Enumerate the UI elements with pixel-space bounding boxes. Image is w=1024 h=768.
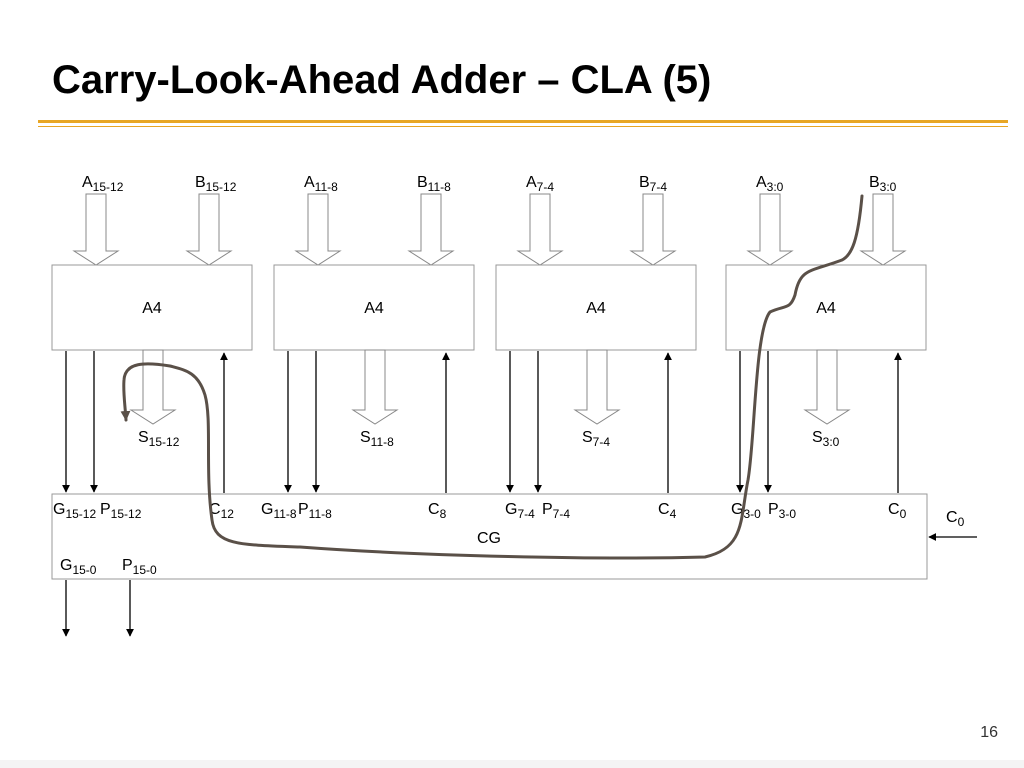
sum-label: S3:0 — [812, 429, 840, 449]
input-a-bus-arrow — [746, 193, 794, 266]
adder-block-label: A4 — [364, 300, 384, 317]
carry-in-label: C0 — [946, 509, 965, 529]
carry-generator-block — [51, 493, 928, 580]
sum-label: S7-4 — [582, 429, 610, 449]
cg-g-input-label: G11-8 — [261, 501, 297, 521]
input-a-bus-arrow — [516, 193, 564, 266]
sum-label: S15-12 — [138, 429, 180, 449]
cg-g-input-label: G3-0 — [731, 501, 761, 521]
sum-bus-arrow — [803, 349, 851, 425]
input-b-bus-arrow — [629, 193, 677, 266]
input-b-label: B7-4 — [639, 174, 667, 194]
title-rule-thin — [38, 126, 1008, 127]
input-a-label: A7-4 — [526, 174, 554, 194]
carry-path-annotation — [120, 194, 864, 560]
footer-band — [0, 760, 1024, 768]
cg-carry-output-label: C12 — [209, 501, 234, 521]
title-rule — [38, 120, 1008, 123]
cg-carry-output-label: C8 — [428, 501, 447, 521]
input-b-label: B3:0 — [869, 174, 897, 194]
sum-label: S11-8 — [360, 429, 394, 449]
page-number: 16 — [980, 724, 998, 741]
group-propagate-label: P15-0 — [122, 557, 157, 577]
cg-p-input-label: P15-12 — [100, 501, 142, 521]
input-b-label: B15-12 — [195, 174, 237, 194]
cg-p-input-label: P7-4 — [542, 501, 570, 521]
input-a-label: A3:0 — [756, 174, 784, 194]
group-generate-label: G15-0 — [60, 557, 97, 577]
sum-bus-arrow — [129, 349, 177, 425]
input-a-label: A11-8 — [304, 174, 338, 194]
cg-p-input-label: P3-0 — [768, 501, 796, 521]
input-b-label: B11-8 — [417, 174, 451, 194]
adder-block-label: A4 — [816, 300, 836, 317]
sum-bus-arrow — [351, 349, 399, 425]
adder-block — [495, 264, 697, 351]
cg-carry-output-label: C4 — [658, 501, 677, 521]
cg-g-input-label: G7-4 — [505, 501, 535, 521]
adder-block — [51, 264, 253, 351]
slide-title: Carry-Look-Ahead Adder – CLA (5) — [52, 58, 712, 102]
adder-block-label: A4 — [142, 300, 162, 317]
input-a-bus-arrow — [294, 193, 342, 266]
adder-block — [273, 264, 475, 351]
sum-bus-arrow — [573, 349, 621, 425]
cg-carry-output-label: C0 — [888, 501, 907, 521]
adder-block-label: A4 — [586, 300, 606, 317]
input-b-bus-arrow — [859, 193, 907, 266]
cg-g-input-label: G15-12 — [53, 501, 96, 521]
carry-generator-label: CG — [477, 530, 501, 547]
input-b-bus-arrow — [185, 193, 233, 266]
input-b-bus-arrow — [407, 193, 455, 266]
input-a-bus-arrow — [72, 193, 120, 266]
input-a-label: A15-12 — [82, 174, 124, 194]
adder-block — [725, 264, 927, 351]
cg-p-input-label: P11-8 — [298, 501, 332, 521]
